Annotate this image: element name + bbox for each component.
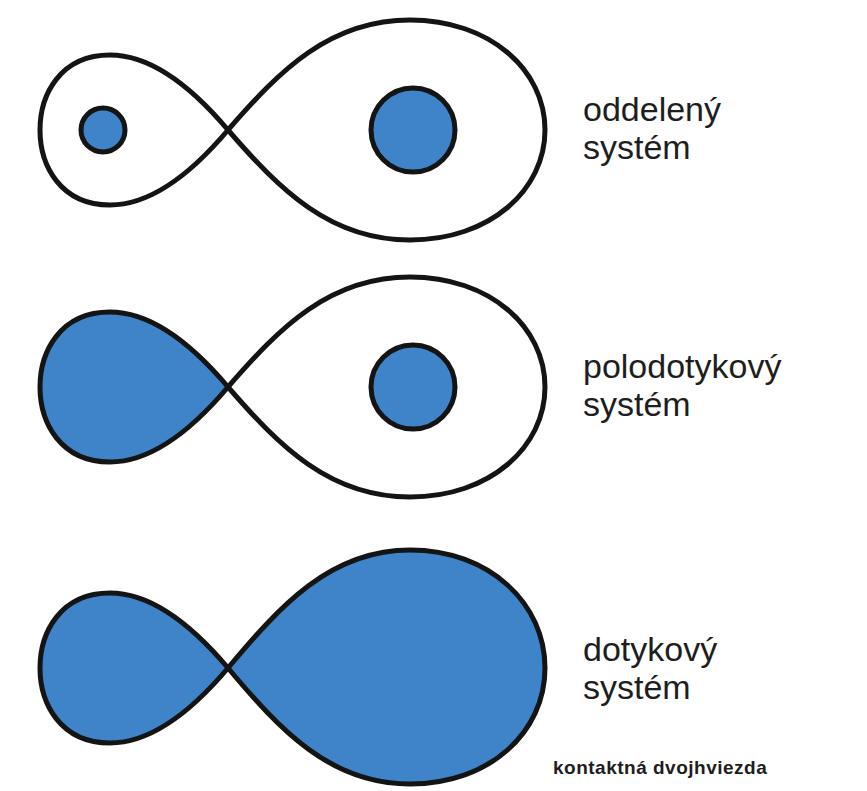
system-label: oddelený systém	[583, 90, 823, 166]
roche-lobe	[40, 593, 228, 743]
roche-lobe	[228, 550, 545, 784]
star	[371, 345, 455, 429]
caption-note: kontaktná dvojhviezda	[553, 757, 767, 779]
roche-lobe	[40, 312, 228, 462]
star	[371, 88, 455, 172]
roche-lobe	[228, 277, 545, 497]
system-label: polodotykový systém	[583, 347, 823, 423]
roche-lobe	[40, 55, 228, 205]
system-label: dotykový systém	[583, 630, 823, 706]
roche-lobe	[228, 20, 545, 240]
star	[81, 108, 125, 152]
